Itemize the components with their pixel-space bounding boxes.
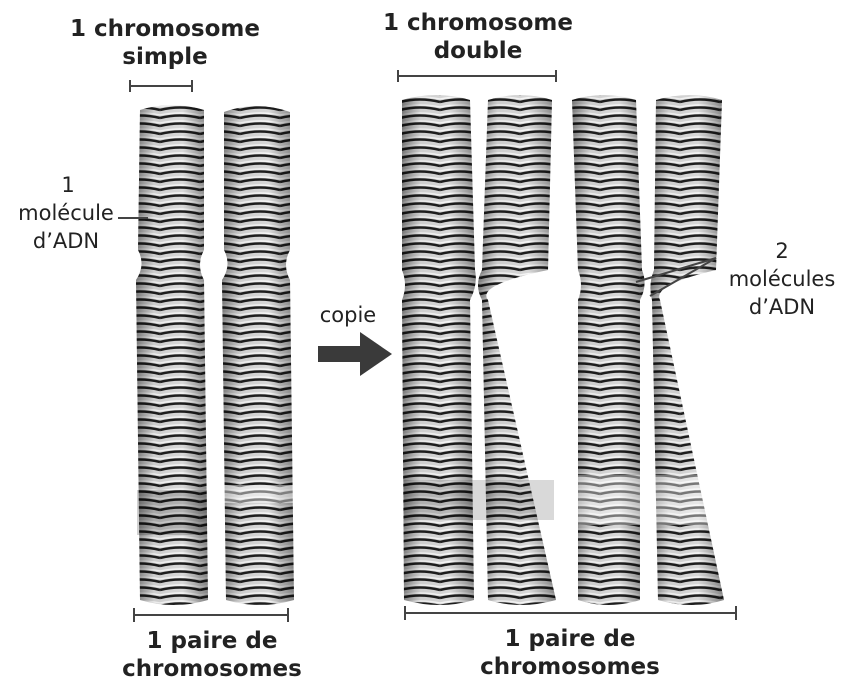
double-chromosome-1 [402, 95, 556, 605]
dna-right-line-1: 2 [775, 239, 788, 263]
simple-chromosome-2 [222, 106, 294, 605]
arrow-right-icon [318, 332, 392, 376]
simple-chromosome-1 [136, 105, 208, 605]
pair-right-line-1: 1 paire de [505, 626, 636, 652]
dna-right-line-2: molécules [729, 267, 836, 291]
pair-right-line-2: chromosomes [480, 654, 660, 680]
copy-label: copie [320, 303, 376, 327]
pair-left-line-2: chromosomes [122, 656, 302, 682]
dna-left-line-3: d’ADN [33, 229, 99, 253]
double-title-line-1: 1 chromosome [383, 10, 573, 36]
double-title-line-2: double [434, 38, 523, 64]
dna-left-line-1: 1 [61, 173, 74, 197]
dna-left-line-2: molécule [18, 201, 114, 225]
simple-title-line-1: 1 chromosome [70, 16, 260, 42]
dna-right-line-3: d’ADN [749, 295, 815, 319]
pair-left-line-1: 1 paire de [147, 628, 278, 654]
double-chromosome-2 [572, 95, 726, 605]
simple-title-line-2: simple [122, 44, 208, 70]
